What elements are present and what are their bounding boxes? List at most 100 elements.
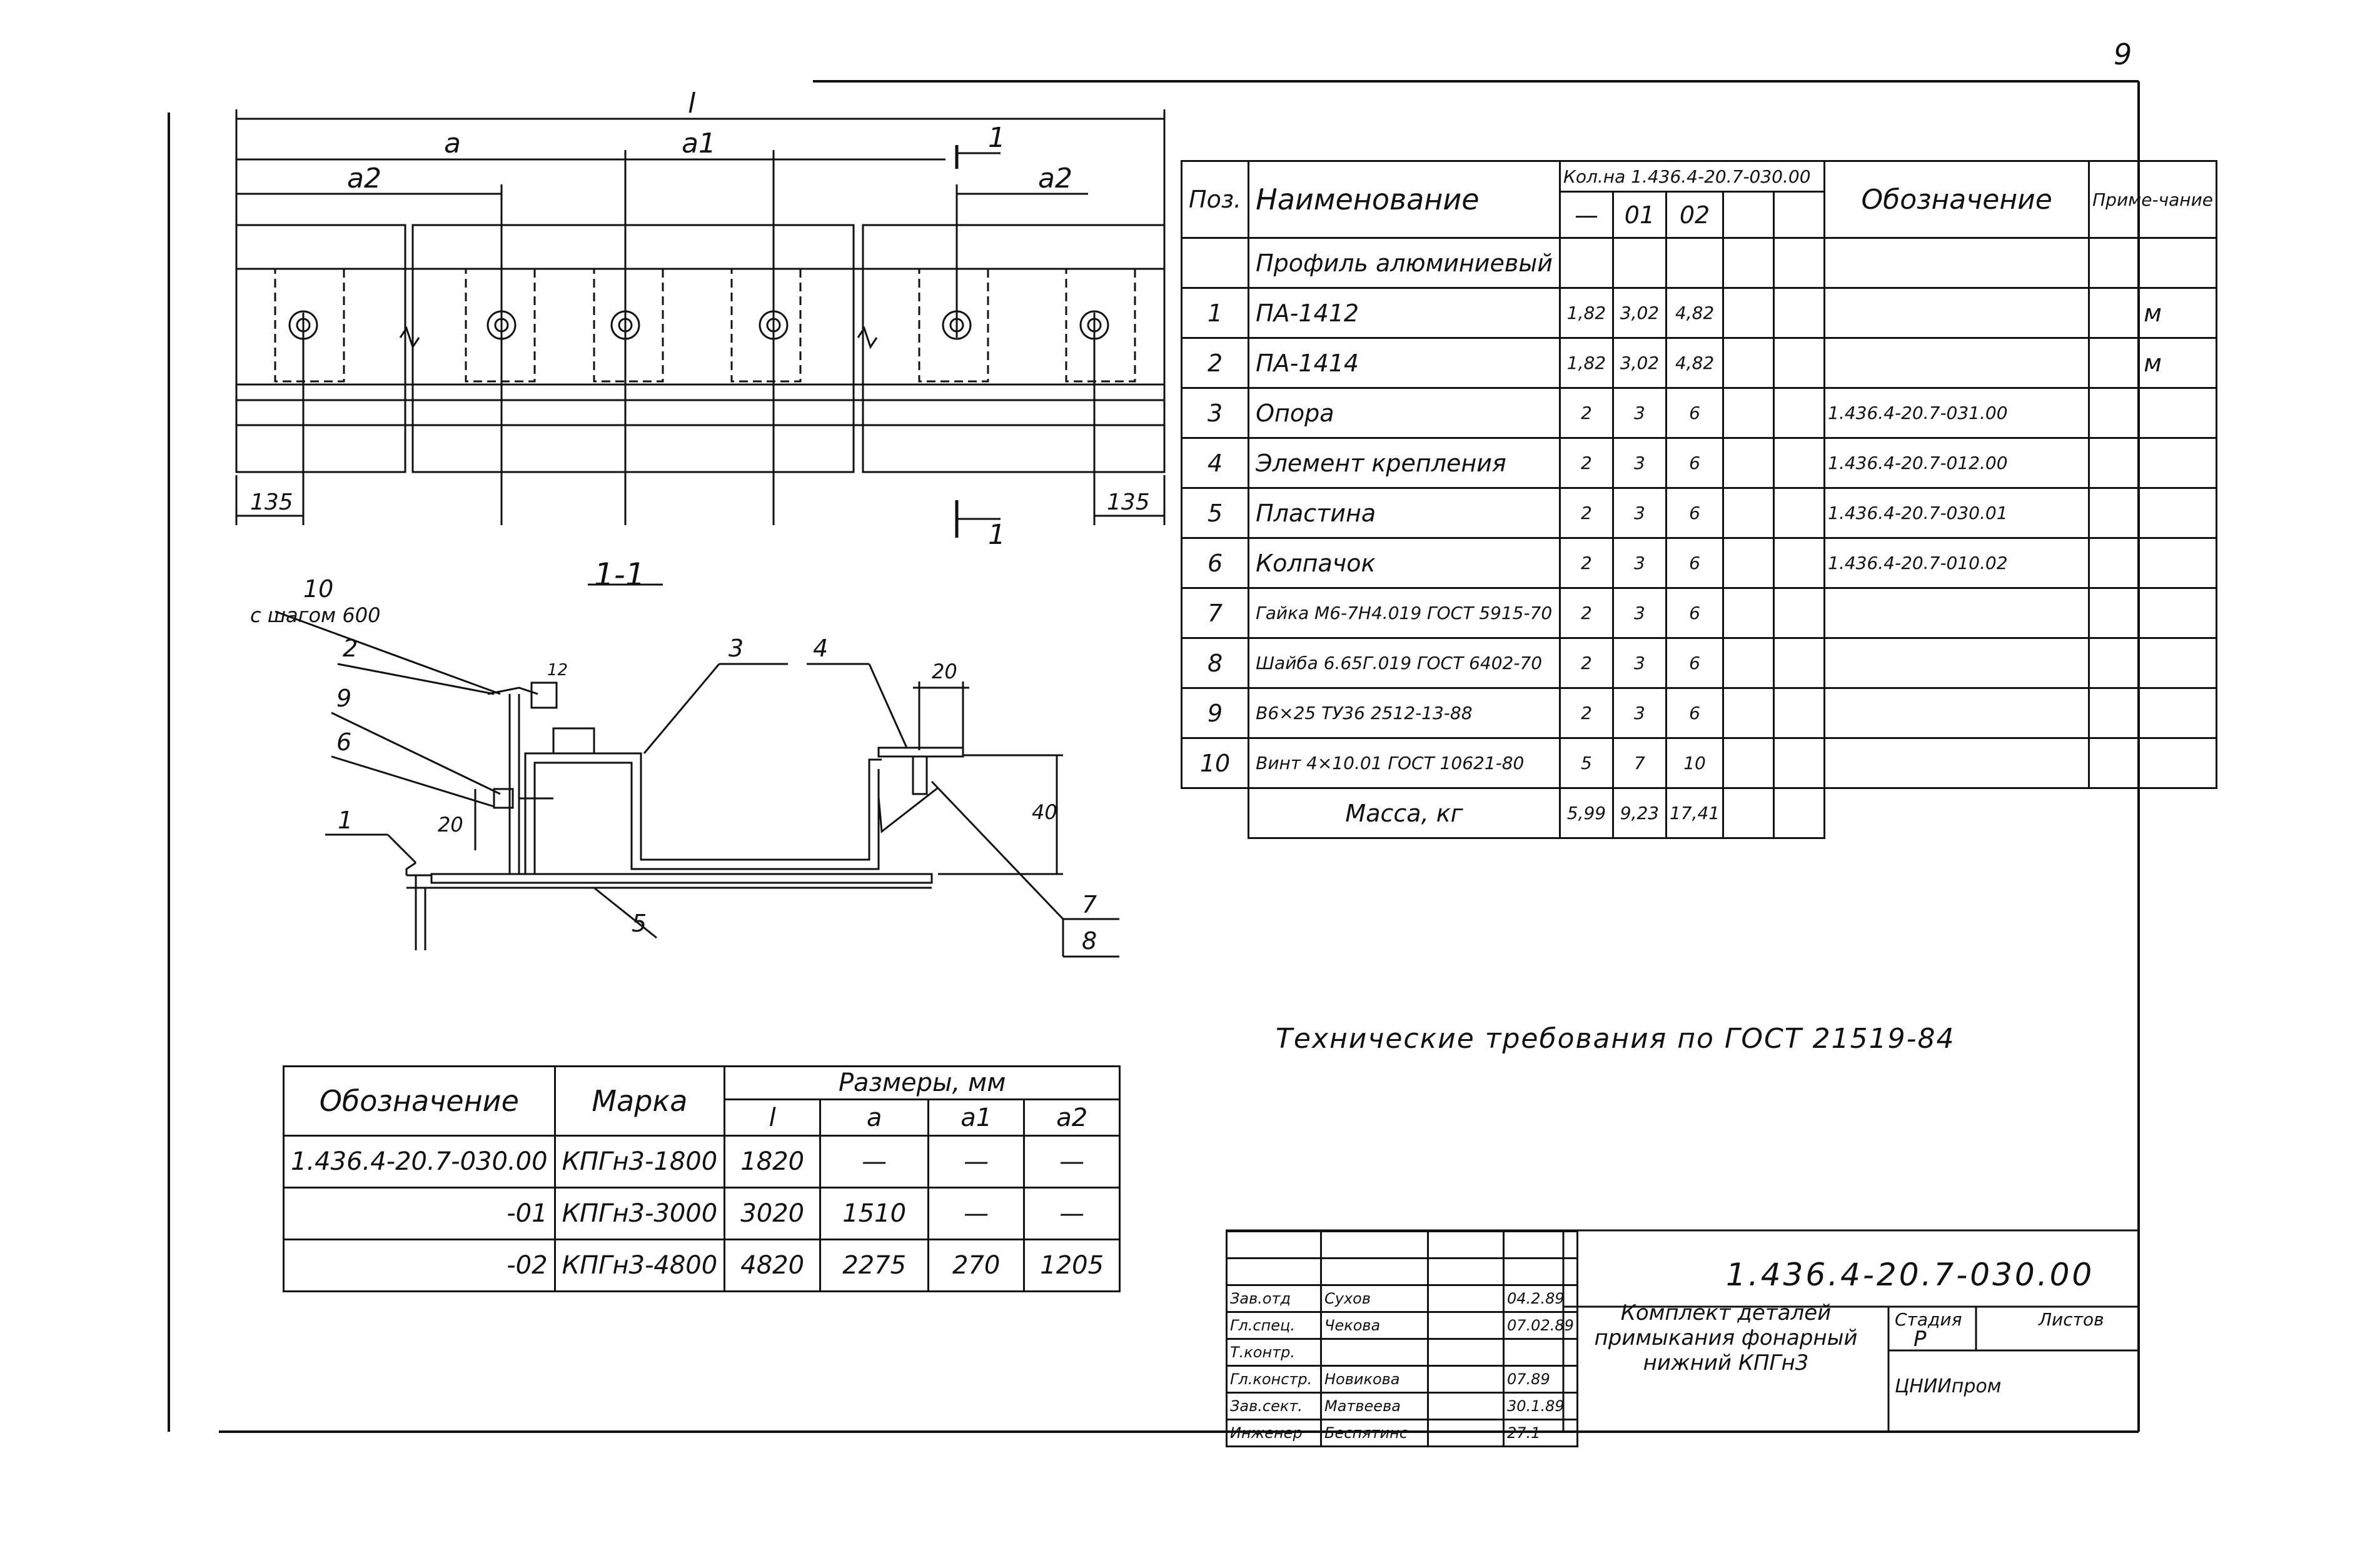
tb-person-name: Сухов — [1320, 1284, 1429, 1313]
spec-cell-q0: 1,82 — [1558, 287, 1614, 339]
spec-cell-designation — [1823, 587, 2090, 639]
spec-cell-pos: 4 — [1180, 437, 1250, 489]
dims-header-mark: Марка — [553, 1065, 726, 1137]
spec-header-qty-group: Кол.на 1.436.4-20.7-030.00 — [1558, 159, 1826, 193]
tb-person-role: Т.контр. — [1226, 1338, 1322, 1367]
dims-header-l: l — [724, 1098, 822, 1137]
spec-cell-empty — [1773, 437, 1826, 489]
spec-mass-e2 — [1773, 787, 1826, 839]
spec-cell-note: м — [2088, 287, 2218, 339]
dims-header-a2: a2 — [1023, 1098, 1121, 1137]
tb-top-7 — [1427, 1257, 1505, 1286]
callout-10-note: с шагом 600 — [250, 603, 380, 627]
tb-person-role: Гл.спец. — [1226, 1311, 1322, 1340]
spec-mass-e1 — [1722, 787, 1775, 839]
dims-cell-mark: КПГн3-4800 — [553, 1239, 726, 1292]
technical-requirements: Технические требования по ГОСТ 21519-84 — [1276, 1023, 1955, 1055]
spec-cell-q0: 5 — [1558, 737, 1614, 789]
spec-row: Профиль алюминиевый — [1180, 237, 2218, 289]
spec-cell-name: Гайка М6-7Н4.019 ГОСТ 5915-70 — [1248, 587, 1561, 639]
spec-cell-name: Винт 4×10.01 ГОСТ 10621-80 — [1248, 737, 1561, 789]
tb-top-4 — [1503, 1230, 1578, 1259]
spec-cell-q0: 2 — [1558, 487, 1614, 539]
spec-cell-pos: 9 — [1180, 687, 1250, 739]
spec-cell-empty — [1773, 387, 1826, 439]
spec-cell-q1: 3 — [1611, 537, 1667, 589]
spec-cell-note — [2088, 437, 2218, 489]
tb-person-name: Беспятинс — [1320, 1419, 1429, 1447]
spec-header-qty-0: — — [1558, 191, 1614, 239]
spec-cell-empty — [1722, 687, 1775, 739]
spec-cell-name: ПА-1412 — [1248, 287, 1561, 339]
spec-cell-note — [2088, 487, 2218, 539]
spec-cell-empty — [1722, 737, 1775, 789]
specification-table: Поз. Наименование Кол.на 1.436.4-20.7-03… — [1180, 159, 2218, 839]
title-block-title: Комплект деталей примыкания фонарный ниж… — [1594, 1300, 1858, 1375]
spec-cell-q2: 6 — [1665, 637, 1725, 689]
dims-cell-a: 1510 — [819, 1187, 930, 1240]
spec-cell-note — [2088, 737, 2218, 789]
dimensions-table: Обозначение Марка Размеры, мм l a a1 a2 … — [283, 1065, 1121, 1292]
spec-cell-q2 — [1665, 237, 1725, 289]
dim-a2-right-label: a2 — [1038, 163, 1072, 194]
dims-header-designation: Обозначение — [283, 1065, 556, 1137]
spec-cell-name: Колпачок — [1248, 537, 1561, 589]
spec-cell-name: ПА-1414 — [1248, 337, 1561, 389]
spec-cell-name: Опора — [1248, 387, 1561, 439]
tb-person-name: Новикова — [1320, 1365, 1429, 1394]
tb-person-date — [1503, 1338, 1578, 1367]
spec-cell-name: Элемент крепления — [1248, 437, 1561, 489]
dims-cell-a2: — — [1023, 1135, 1121, 1189]
spec-cell-pos: 5 — [1180, 487, 1250, 539]
dims-cell-a: 2275 — [819, 1239, 930, 1292]
spec-cell-designation: 1.436.4-20.7-010.02 — [1823, 537, 2090, 589]
spec-cell-q1: 3 — [1611, 637, 1667, 689]
dim-135-right-label: 135 — [1107, 490, 1150, 515]
callout-5: 5 — [632, 910, 647, 937]
spec-cell-empty — [1722, 287, 1775, 339]
spec-cell-q0: 1,82 — [1558, 337, 1614, 389]
spec-cell-q2: 4,82 — [1665, 287, 1725, 339]
spec-header-pos: Поз. — [1180, 160, 1250, 239]
spec-cell-pos: 7 — [1180, 587, 1250, 639]
spec-cell-q2: 10 — [1665, 737, 1725, 789]
spec-header-name: Наименование — [1248, 160, 1561, 239]
spec-mass-empty — [1181, 787, 1250, 838]
spec-cell-q2: 6 — [1665, 387, 1725, 439]
spec-mass-q0: 5,99 — [1558, 787, 1614, 839]
title-block-org: ЦНИИпром — [1895, 1375, 2002, 1397]
spec-cell-designation: 1.436.4-20.7-030.01 — [1823, 487, 2090, 539]
tb-person-signature — [1427, 1311, 1505, 1340]
spec-cell-q1: 7 — [1611, 737, 1667, 789]
tb-top-5 — [1226, 1257, 1322, 1286]
spec-cell-empty — [1773, 687, 1826, 739]
dim-a1-label: a1 — [682, 128, 716, 159]
tb-top-2 — [1320, 1230, 1429, 1259]
spec-cell-q2: 6 — [1665, 587, 1725, 639]
tb-top-1 — [1226, 1230, 1322, 1259]
spec-cell-name: Шайба 6.65Г.019 ГОСТ 6402-70 — [1248, 637, 1561, 689]
spec-cell-empty — [1722, 487, 1775, 539]
tb-person-role: Зав.отд — [1226, 1284, 1322, 1313]
spec-cell-q1: 3 — [1611, 587, 1667, 639]
tb-top-8 — [1503, 1257, 1578, 1286]
tb-person-signature — [1427, 1338, 1505, 1367]
tb-person-name — [1320, 1338, 1429, 1367]
spec-cell-q0: 2 — [1558, 687, 1614, 739]
spec-cell-empty — [1773, 237, 1826, 289]
dim-20-top-label: 20 — [932, 660, 957, 683]
dims-cell-designation: 1.436.4-20.7-030.00 — [283, 1135, 556, 1189]
title-block-person-row: Т.контр. — [1226, 1338, 1578, 1367]
spec-cell-pos: 2 — [1180, 337, 1250, 389]
spec-cell-designation — [1823, 687, 2090, 739]
tb-person-role: Зав.сект. — [1226, 1392, 1322, 1420]
spec-cell-q0: 2 — [1558, 387, 1614, 439]
dims-cell-designation: -02 — [283, 1239, 556, 1292]
